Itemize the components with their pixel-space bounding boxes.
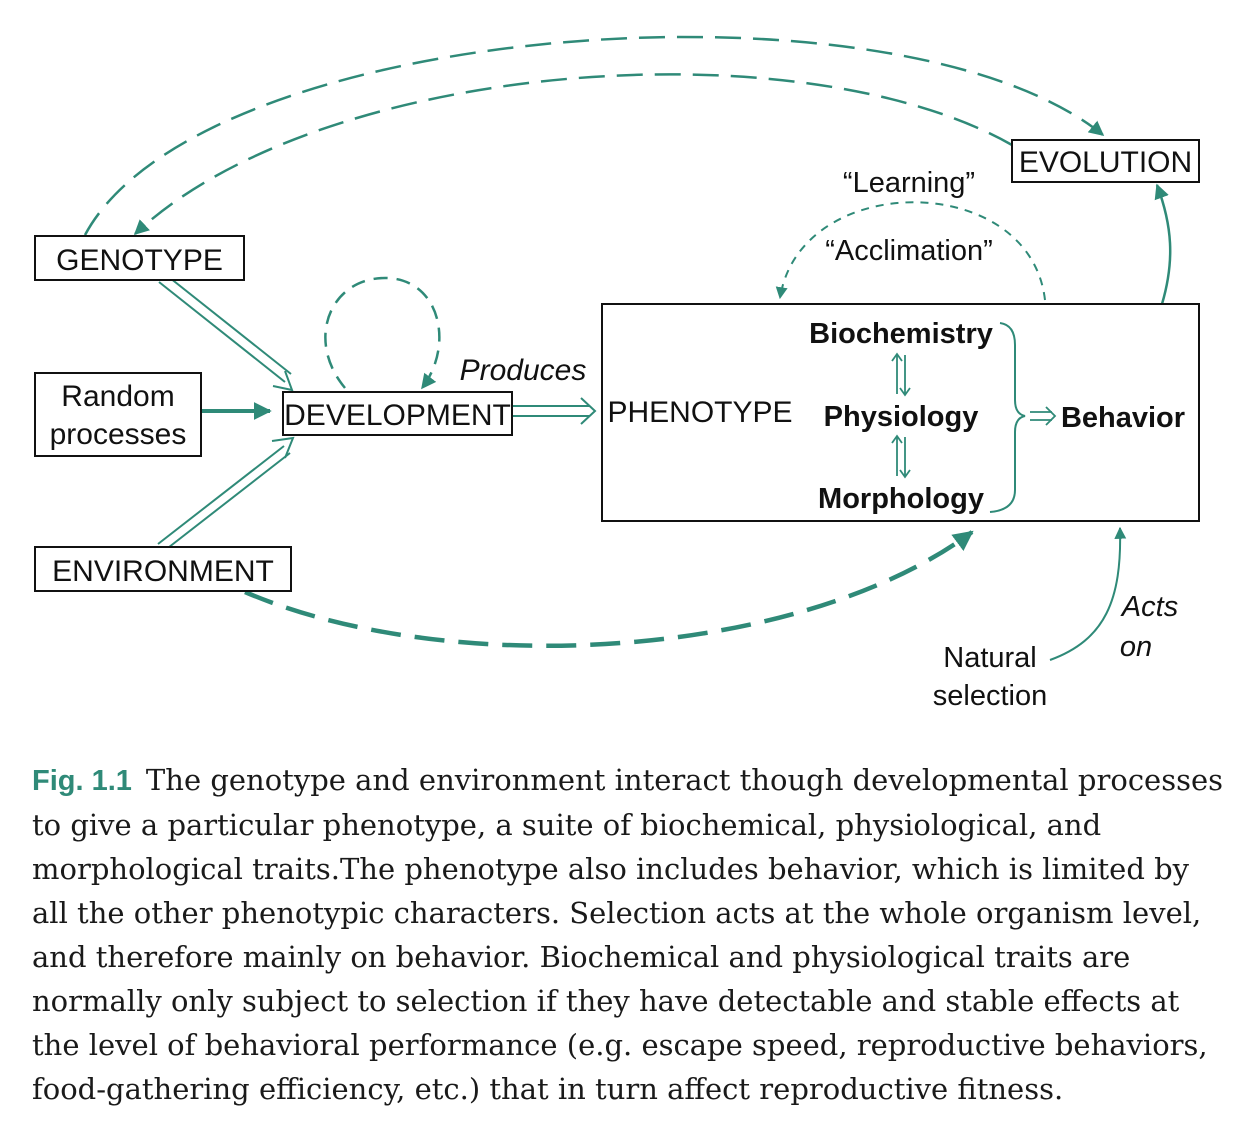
behavior-label: Behavior [1061,402,1185,434]
caption-text: The genotype and environment interact th… [32,763,1224,1106]
brace-to-behavior-arrow [1030,406,1057,426]
produces-label: Produces [460,354,587,387]
natural-selection-label-2: selection [933,680,1047,712]
evolution-label: EVOLUTION [1019,146,1192,179]
acclimation-label: “Acclimation” [825,235,993,267]
acts-on-label-1: Acts [1120,591,1178,623]
morphology-label: Morphology [818,483,984,515]
learning-label: “Learning” [843,167,975,199]
genotype-to-development-arrow [158,273,294,392]
physio-morph-arrows [891,434,911,479]
acts-on-label-2: on [1120,631,1152,663]
diagram: GENOTYPE Random processes ENVIRONMENT DE… [34,35,1200,712]
genotype-to-evolution-arc [83,35,1105,236]
genotype-label: GENOTYPE [56,244,223,277]
figure-label: Fig. 1.1 [32,765,132,797]
evolution-box [1011,139,1200,183]
evolution-to-genotype-arc [133,73,1013,236]
random-processes-label-2: processes [50,418,187,451]
development-to-phenotype-arrow [513,397,597,425]
traits-brace [989,322,1026,513]
development-box [282,391,513,436]
biochemistry-label: Biochemistry [809,318,993,350]
phenotype-box [601,303,1200,522]
physiology-label: Physiology [824,401,979,433]
environment-box [34,546,292,592]
natural-selection-arrow [1049,526,1127,661]
environment-label: ENVIRONMENT [52,555,274,588]
development-label: DEVELOPMENT [284,399,511,432]
environment-to-development-arrow [157,436,295,552]
environment-to-phenotype-arrow [244,530,974,649]
random-processes-label-1: Random [61,380,174,413]
learning-acclimation-arc [775,201,1046,301]
phenotype-to-evolution-arrow [1154,183,1172,305]
natural-selection-label-1: Natural [943,642,1037,674]
phenotype-label: PHENOTYPE [607,396,792,429]
genotype-box [34,235,245,281]
random-processes-box [34,372,202,457]
development-self-loop [324,276,441,390]
biochem-physio-arrows [891,352,911,397]
